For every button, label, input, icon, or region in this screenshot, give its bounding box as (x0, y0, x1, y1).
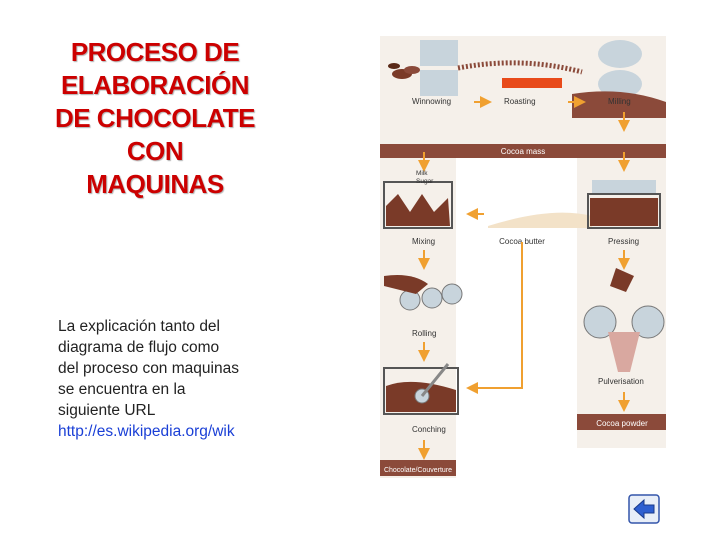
step-label: Cocoa butter (499, 237, 545, 246)
step-label: Rolling (412, 329, 436, 338)
pulverisation-machine (583, 268, 665, 372)
title-line: CON (126, 136, 184, 166)
step-label: Roasting (504, 97, 536, 106)
step-label: Cocoa powder (596, 419, 648, 428)
description-line: siguiente URL (58, 402, 156, 419)
title-line: ELABORACIÓN (60, 70, 250, 100)
cocoa-butter-shape (488, 212, 592, 228)
wikipedia-link[interactable]: http://es.wikipedia.org/wik (58, 423, 235, 440)
step-label: Conching (412, 425, 446, 434)
title-line: MAQUINAS (86, 169, 224, 199)
description-line: se encuentra en la (58, 381, 186, 398)
description-line: diagrama de flujo como (58, 339, 220, 356)
chocolate-bar (380, 460, 456, 476)
cocoa-mass-bar (380, 144, 666, 158)
step-label: Mixing (412, 237, 435, 246)
description-line: del proceso con maquinas (58, 360, 239, 377)
pressing-machine (587, 180, 661, 229)
ingredient-label: Milk (416, 170, 428, 177)
winnowing-machine (388, 40, 458, 96)
description-line: La explicación tanto del (58, 318, 221, 335)
step-label: Winnowing (412, 97, 451, 106)
roasting-heater (502, 78, 562, 88)
mixing-tank (383, 181, 453, 229)
step-label: Pulverisation (598, 377, 644, 386)
step-label: Cocoa mass (501, 147, 545, 156)
title-line: PROCESO DE (70, 37, 240, 67)
rolling-machine (384, 275, 463, 311)
ingredient-label: Sugar (416, 178, 434, 185)
flow-arrow (466, 242, 523, 394)
step-label: Chocolate/Couverture (384, 467, 452, 474)
chocolate-process-diagram: Winnowing Roasting Milling Cocoa mass Mi… (380, 36, 666, 478)
page-title: PROCESO DE ELABORACIÓN DE CHOCOLATE CON … (40, 36, 270, 201)
conching-machine (383, 363, 459, 415)
description-text: La explicación tanto del diagrama de flu… (58, 316, 276, 442)
title-line: DE CHOCOLATE (54, 103, 256, 133)
milling-machine (572, 40, 666, 118)
step-label: Milling (608, 97, 631, 106)
step-label: Pressing (608, 237, 639, 246)
cocoa-powder-bar (577, 414, 666, 430)
left-arrow-icon[interactable] (628, 494, 660, 524)
